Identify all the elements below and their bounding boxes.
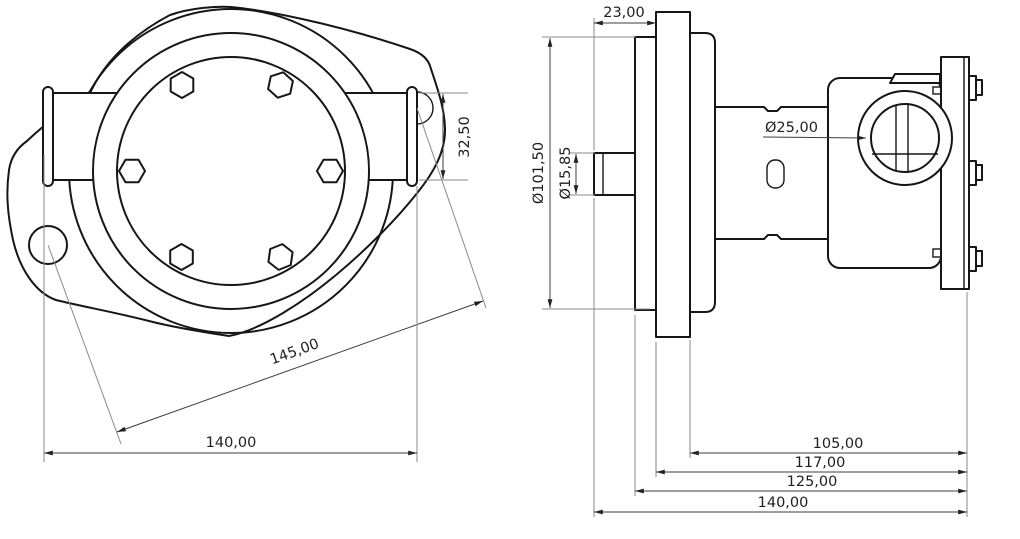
hex-bolt xyxy=(118,158,146,184)
dim-flange-od: Ø101,50 xyxy=(531,36,650,310)
pilot-circle xyxy=(116,56,346,286)
hex-bolt xyxy=(316,158,344,184)
dim-shaft-to-flange: 23,00 xyxy=(593,5,657,517)
dim-overall-width: 140,00 xyxy=(43,155,418,462)
top-bracket xyxy=(889,73,941,84)
dim-label-101-50: Ø101,50 xyxy=(531,142,547,204)
side-view: 23,00 Ø101,50 Ø15,85 Ø25,00 xyxy=(531,5,983,517)
hex-bolt xyxy=(169,71,195,99)
impeller-cross xyxy=(872,105,938,171)
dim-105: 105,00 xyxy=(689,436,968,456)
cover-bolt xyxy=(968,246,983,272)
front-view: 32,50 145,00 140,00 xyxy=(6,5,487,462)
dim-140: 140,00 xyxy=(593,495,968,515)
dim-label-125: 125,00 xyxy=(787,474,838,490)
dim-label-105: 105,00 xyxy=(813,436,864,452)
port-end-cap-right xyxy=(406,86,418,187)
dim-port-width: 32,50 xyxy=(419,92,473,181)
cover-bolt xyxy=(968,75,983,101)
dim-117: 117,00 xyxy=(655,455,968,475)
port-opening xyxy=(857,90,953,186)
dim-label-overall-width: 140,00 xyxy=(206,435,257,451)
dim-port-id: Ø25,00 xyxy=(762,120,867,141)
hex-bolt xyxy=(267,243,294,271)
dim-label-23: 23,00 xyxy=(603,5,645,21)
mounting-flange xyxy=(655,11,691,338)
dim-label-port-width: 32,50 xyxy=(457,116,473,158)
end-cover xyxy=(940,56,970,290)
hex-bolt xyxy=(169,243,194,271)
dim-label-117: 117,00 xyxy=(795,455,846,471)
wear-plate xyxy=(634,36,657,311)
cam-slot xyxy=(766,159,785,189)
hex-bolt xyxy=(267,71,294,99)
cover-bolts xyxy=(968,75,983,272)
dim-label-15-85: Ø15,85 xyxy=(558,147,574,200)
port-end-cap-left xyxy=(42,86,54,187)
pump-body xyxy=(714,106,831,240)
cover-bolt xyxy=(968,160,983,186)
hex-bolts xyxy=(118,71,344,271)
shaft xyxy=(593,152,636,196)
dim-125: 125,00 xyxy=(634,474,968,494)
dim-label-140: 140,00 xyxy=(758,495,809,511)
dim-shaft-od: Ø15,85 xyxy=(558,147,595,200)
dim-chain: 105,00 117,00 125,00 140,00 xyxy=(593,292,968,517)
body-plate xyxy=(689,32,716,313)
dim-label-hole-spacing: 145,00 xyxy=(268,336,321,368)
dim-label-25: Ø25,00 xyxy=(765,120,818,136)
